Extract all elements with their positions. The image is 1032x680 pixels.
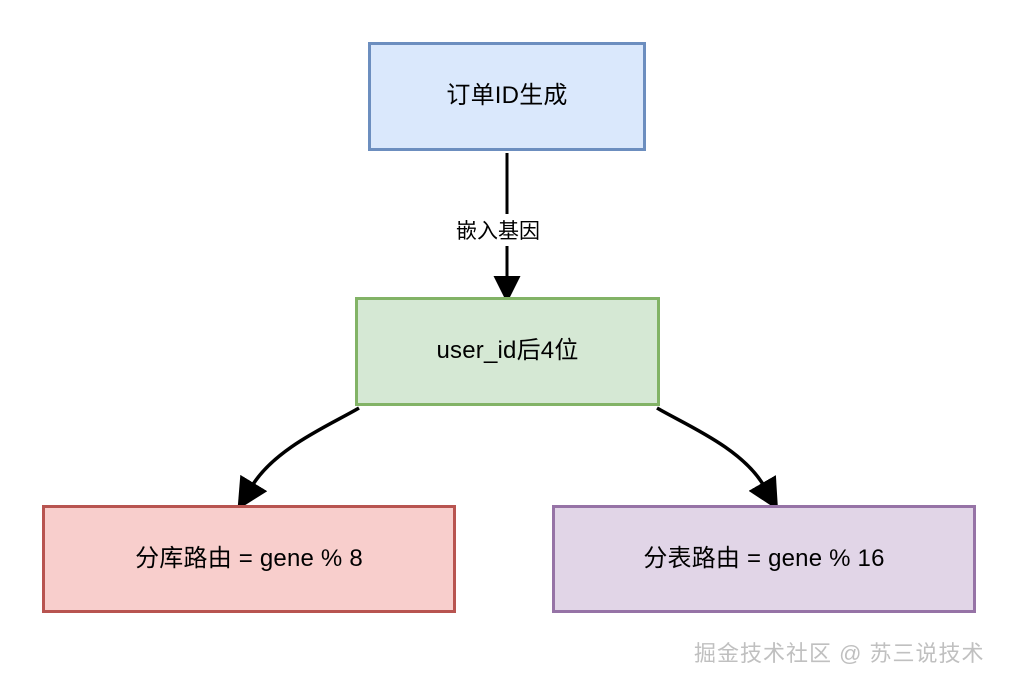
node-db-route[interactable]: 分库路由 = gene % 8 bbox=[42, 505, 456, 613]
node-user-gene-label: user_id后4位 bbox=[436, 337, 579, 365]
edge-label-embed-gene: 嵌入基因 bbox=[452, 214, 544, 246]
edge-gene-to-db-curve bbox=[237, 406, 360, 510]
node-table-route[interactable]: 分表路由 = gene % 16 bbox=[552, 505, 976, 613]
node-table-route-label: 分表路由 = gene % 16 bbox=[643, 544, 885, 572]
node-order-id-label: 订单ID生成 bbox=[446, 82, 568, 110]
node-order-id[interactable]: 订单ID生成 bbox=[368, 42, 646, 151]
edge-gene-to-db bbox=[237, 406, 360, 510]
node-user-gene[interactable]: user_id后4位 bbox=[355, 297, 660, 406]
edge-gene-to-table bbox=[656, 406, 779, 511]
node-db-route-label: 分库路由 = gene % 8 bbox=[135, 544, 363, 572]
watermark-text: 掘金技术社区 @ 苏三说技术 bbox=[694, 641, 985, 666]
edge-gene-to-table-curve bbox=[656, 406, 779, 511]
